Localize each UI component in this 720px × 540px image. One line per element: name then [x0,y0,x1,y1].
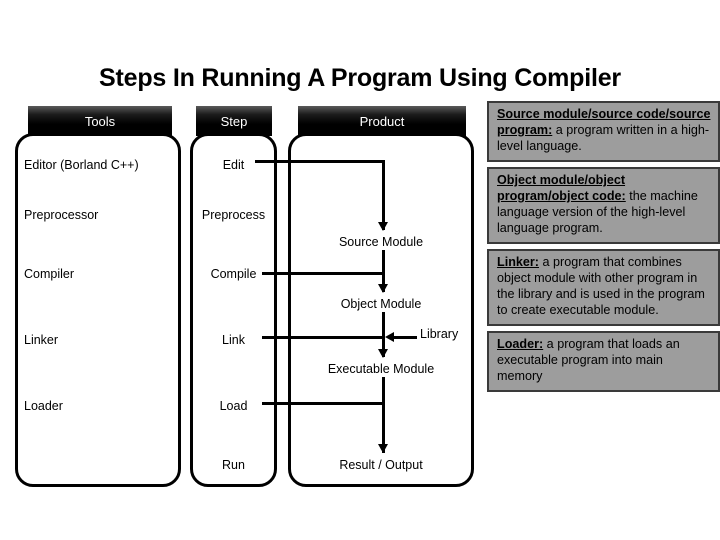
arrow-from-library-icon [385,332,394,342]
product-library-label: Library [420,327,459,341]
connector-edit-horizontal [255,160,385,163]
step-item-preprocess: Preprocess [201,208,266,222]
step-item-load: Load [219,399,248,413]
step-item-run: Run [222,458,245,472]
process-flow-diagram: Tools Step Product Editor (Borland C++) … [15,106,474,487]
step-column-header-label: Step [220,113,248,129]
product-column-box [288,133,474,487]
definition-object-module-term: Object module/object program/object code… [497,172,626,203]
connector-executable-to-result-vertical [382,377,385,453]
connector-source-to-object-vertical [382,250,385,292]
page-title: Steps In Running A Program Using Compile… [99,64,621,92]
tools-item-linker: Linker [24,333,59,347]
definition-object-module-body: the machine language version of the high… [497,188,698,235]
definition-source-module-term: Source module/source code/source program… [497,107,711,137]
tools-item-preprocessor: Preprocessor [24,208,99,222]
definition-loader-term: Loader: [497,336,544,351]
definition-source-module: Source module/source code/source program… [487,101,720,162]
product-column-header-label: Product [359,113,405,129]
tools-column-header-label: Tools [84,113,116,129]
step-column-header: Step [196,106,272,136]
step-item-edit: Edit [222,158,245,172]
definition-linker-term: Linker: [497,254,539,269]
connector-load-horizontal [262,402,385,405]
connector-object-to-executable-vertical [382,312,385,357]
connector-library-horizontal [393,336,417,339]
step-item-link: Link [222,333,245,347]
definition-loader: Loader: a program that loads an executab… [487,330,720,392]
definition-source-module-body: a program written in a high-level langua… [497,122,710,153]
definition-linker: Linker: a program that combines object m… [487,248,720,326]
product-item-source-module: Source Module [338,235,424,249]
connector-link-horizontal [262,336,385,339]
step-item-compile: Compile [210,267,257,281]
product-item-result-output: Result / Output [339,458,423,472]
definition-loader-body: a program that loads an executable progr… [497,336,680,383]
definition-object-module: Object module/object program/object code… [487,166,720,244]
product-item-object-module: Object Module [340,297,422,311]
tools-item-compiler: Compiler [24,267,75,281]
tools-column-header: Tools [28,106,172,136]
definition-linker-body: a program that combines object module wi… [497,254,705,317]
arrow-to-executable-module-icon [378,349,388,358]
product-item-executable-module: Executable Module [327,362,435,376]
tools-item-editor: Editor (Borland C++) [24,158,139,172]
connector-compile-horizontal [262,272,385,275]
arrow-to-source-module-icon [378,222,388,231]
arrow-to-object-module-icon [378,284,388,293]
product-column-header: Product [298,106,466,136]
definitions-panel: Source module/source code/source program… [487,101,720,397]
arrow-to-result-output-icon [378,444,388,453]
connector-edit-vertical [382,160,385,230]
tools-column-box [15,133,181,487]
step-column-box [190,133,277,487]
tools-item-loader: Loader [24,399,63,413]
